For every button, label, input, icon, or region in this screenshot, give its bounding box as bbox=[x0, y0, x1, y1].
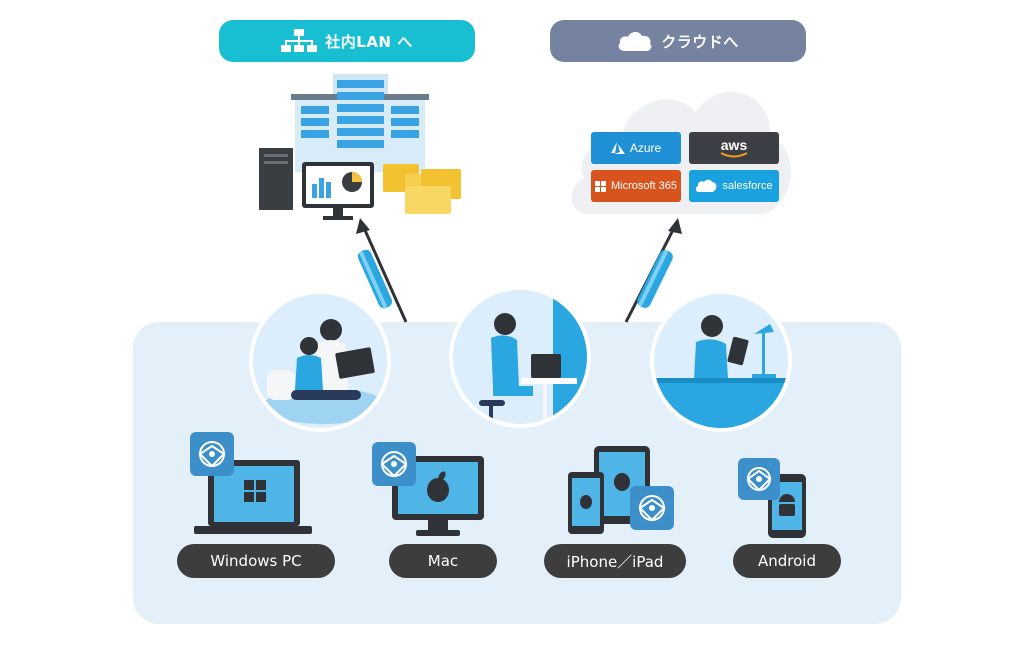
vpn-app-badge-icon bbox=[190, 432, 234, 476]
windows-pc-label: Windows PC bbox=[177, 544, 335, 578]
salesforce-icon bbox=[696, 179, 717, 192]
salesforce-tile: salesforce bbox=[689, 170, 779, 202]
android-label: Android bbox=[733, 544, 841, 578]
cloud-destination-label: クラウドへ bbox=[550, 20, 806, 62]
windows-logo-icon bbox=[244, 480, 266, 502]
apple-logo-icon bbox=[427, 471, 449, 502]
office-building-illustration bbox=[259, 74, 461, 220]
vpn-app-badge-icon bbox=[630, 486, 674, 530]
azure-tile: Azure bbox=[591, 132, 681, 164]
home-work-scene-icon bbox=[263, 319, 387, 424]
microsoft-icon bbox=[594, 180, 606, 192]
azure-label: Azure bbox=[629, 141, 662, 155]
home-work-scene bbox=[249, 290, 391, 432]
cafe-work-scene bbox=[449, 286, 591, 428]
aws-tile: aws bbox=[689, 132, 779, 164]
microsoft365-tile: Microsoft 365 bbox=[591, 170, 681, 202]
cloud-connection-arrow bbox=[624, 218, 682, 323]
vpn-app-badge-icon bbox=[738, 458, 780, 500]
android-phone-illustration bbox=[738, 458, 806, 538]
cloud-destination-text: クラウドへ bbox=[661, 32, 739, 51]
salesforce-label: salesforce bbox=[722, 180, 773, 192]
lan-destination-text: 社内LAN へ bbox=[325, 32, 413, 51]
aws-smile-icon bbox=[720, 152, 748, 158]
network-icon bbox=[281, 29, 318, 52]
android-logo-icon bbox=[779, 494, 795, 516]
mac-label: Mac bbox=[389, 544, 497, 578]
iphone-ipad-illustration bbox=[568, 446, 674, 534]
lan-connection-arrow bbox=[356, 218, 408, 323]
connection-arrows bbox=[356, 218, 682, 323]
aws-label: aws bbox=[720, 137, 748, 153]
microsoft365-label: Microsoft 365 bbox=[610, 180, 678, 192]
lan-destination-label: 社内LAN へ bbox=[219, 20, 475, 62]
iphone-ipad-label: iPhone／iPad bbox=[544, 544, 686, 578]
remote-desk-scene bbox=[650, 290, 792, 432]
cloud-icon bbox=[618, 31, 652, 51]
vpn-app-badge-icon bbox=[372, 442, 416, 486]
mac-monitor-illustration bbox=[372, 442, 484, 536]
windows-laptop-illustration bbox=[190, 432, 312, 534]
azure-icon bbox=[610, 142, 625, 154]
